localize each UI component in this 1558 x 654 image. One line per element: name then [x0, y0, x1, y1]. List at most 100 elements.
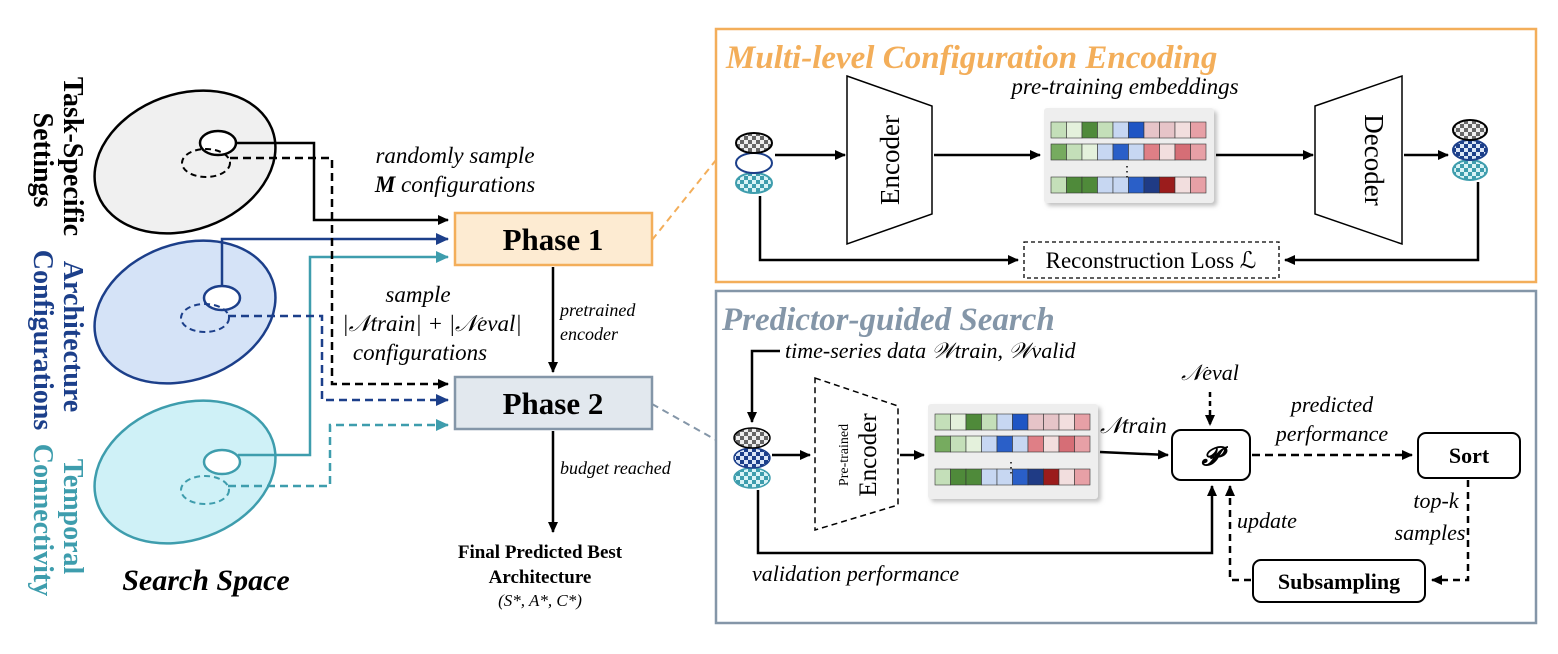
phase2-panel-connector — [651, 403, 717, 441]
decoder-block — [1314, 74, 1403, 246]
embedding-cell — [1143, 176, 1160, 194]
embedding-cell — [950, 468, 967, 486]
embedding-cell — [1081, 121, 1098, 139]
reconstruction-loss-label: Reconstruction Loss ℒ — [1046, 248, 1257, 273]
timeseries-arrow — [747, 349, 780, 423]
phase1-label: Phase 1 — [503, 222, 604, 257]
embedding-cell — [965, 413, 982, 431]
embedding-cell — [950, 435, 967, 453]
embedding-cell — [1143, 121, 1160, 139]
predicted-performance-line2: performance — [1274, 421, 1389, 446]
embedding-cell — [1043, 413, 1060, 431]
embedding-cell — [1159, 143, 1176, 161]
topk-line2: samples — [1395, 520, 1466, 545]
embedding-cell — [1143, 143, 1160, 161]
embedding-cell — [950, 413, 967, 431]
embedding-cell — [1066, 176, 1083, 194]
sample-m-text-line1: randomly sample — [375, 143, 534, 168]
embedding-cell — [1081, 143, 1098, 161]
topk-line1: top-k — [1413, 488, 1459, 513]
sample-m-text-line2: M configurations — [374, 172, 535, 197]
embeddings-caption: pre-training embeddings — [1009, 74, 1238, 99]
embedding-cell — [1190, 121, 1207, 139]
embeddings-to-predictor-arrow — [1099, 449, 1169, 460]
embedding-cell — [1050, 143, 1067, 161]
embedding-cell — [1074, 468, 1091, 486]
embedding-cell — [1097, 143, 1114, 161]
input-to-loss-arrow — [758, 196, 1019, 265]
embedding-cell — [1097, 176, 1114, 194]
embedding-cell — [1174, 143, 1191, 161]
architecture-space-ellipse — [93, 239, 277, 385]
embedding-cell — [934, 435, 951, 453]
embeddings-dots: ⋮ — [1120, 165, 1134, 180]
embedding-cell — [1058, 468, 1075, 486]
validation-performance-label: validation performance — [752, 561, 959, 586]
final-line2: Architecture — [489, 567, 592, 588]
task-to-phase2-arrow — [230, 156, 449, 389]
embedding-cell — [1043, 468, 1060, 486]
embedding-cell — [1128, 143, 1145, 161]
predictor-box[interactable] — [1171, 429, 1251, 481]
embedding-cell — [1074, 435, 1091, 453]
embeddings-grid — [1050, 121, 1207, 194]
final-line3: (S*, A*, C*) — [498, 591, 582, 610]
final-line1: Final Predicted Best — [458, 542, 623, 563]
encoder-block — [846, 74, 933, 246]
encoding-panel-title: Multi-level Configuration Encoding — [725, 40, 1217, 76]
arch-to-phase1-arrow — [220, 233, 449, 287]
embedding-cell — [1190, 176, 1207, 194]
architecture-configurations-label: Architecture Configurations — [27, 250, 88, 431]
embedding-cell — [1027, 468, 1044, 486]
embedding-cell — [1066, 143, 1083, 161]
embedding-cell — [1050, 121, 1067, 139]
sort-label: Sort — [1449, 443, 1490, 468]
embedding-cell — [1112, 143, 1129, 161]
phase1-box[interactable] — [453, 211, 654, 267]
search-embeddings-grid — [934, 413, 1091, 486]
sort-to-subsampling-arrow — [1431, 480, 1470, 585]
arch-to-phase2-arrow — [228, 314, 449, 406]
search-panel-title: Predictor-guided Search — [721, 302, 1055, 338]
n-eval-label: 𝒩eval — [1181, 360, 1239, 385]
validation-performance-arrow — [756, 485, 1217, 555]
config-stack-search-icon — [733, 427, 771, 489]
subsampling-box[interactable] — [1252, 559, 1426, 603]
embedding-cell — [996, 435, 1013, 453]
update-label: update — [1237, 508, 1297, 533]
task-to-phase1-arrow — [236, 141, 449, 225]
phase2-label: Phase 2 — [503, 386, 604, 421]
embedding-cell — [1058, 413, 1075, 431]
config-stack-input-icon — [735, 132, 773, 194]
embedding-cell — [1027, 435, 1044, 453]
phase1-panel-connector — [651, 159, 717, 241]
decoder-label: Decoder — [1359, 114, 1389, 205]
embedding-cell — [1043, 435, 1060, 453]
encoder-label: Encoder — [875, 115, 905, 205]
sort-box[interactable] — [1417, 432, 1521, 479]
embedding-cell — [1128, 121, 1145, 139]
embedding-cell — [1159, 176, 1176, 194]
embedding-cell — [1058, 435, 1075, 453]
sample-n-line3: configurations — [353, 340, 487, 365]
embedding-cell — [1074, 413, 1091, 431]
pretrained-encoder-label: Encoder — [855, 413, 882, 497]
embedding-cell — [1012, 435, 1029, 453]
temporal-to-phase2-arrow — [228, 419, 449, 488]
embedding-cell — [996, 413, 1013, 431]
sample-n-line1: sample — [385, 282, 450, 307]
embedding-cell — [1027, 413, 1044, 431]
embedding-cell — [1190, 143, 1207, 161]
temporal-connectivity-label: Temporal Connectivity — [27, 444, 88, 596]
embedding-cell — [1174, 121, 1191, 139]
embedding-cell — [1112, 121, 1129, 139]
phase2-box[interactable] — [453, 375, 654, 431]
temporal-space-ellipse — [93, 399, 277, 545]
sample-n-line2: |𝒩train| + |𝒩eval| — [342, 311, 521, 336]
embedding-cell — [934, 468, 951, 486]
embedding-cell — [1159, 121, 1176, 139]
predicted-performance-line1: predicted — [1289, 392, 1374, 417]
task-settings-label: Task-Specific Settings — [27, 77, 88, 243]
search-embeddings-dots: ⋮ — [1004, 461, 1018, 476]
